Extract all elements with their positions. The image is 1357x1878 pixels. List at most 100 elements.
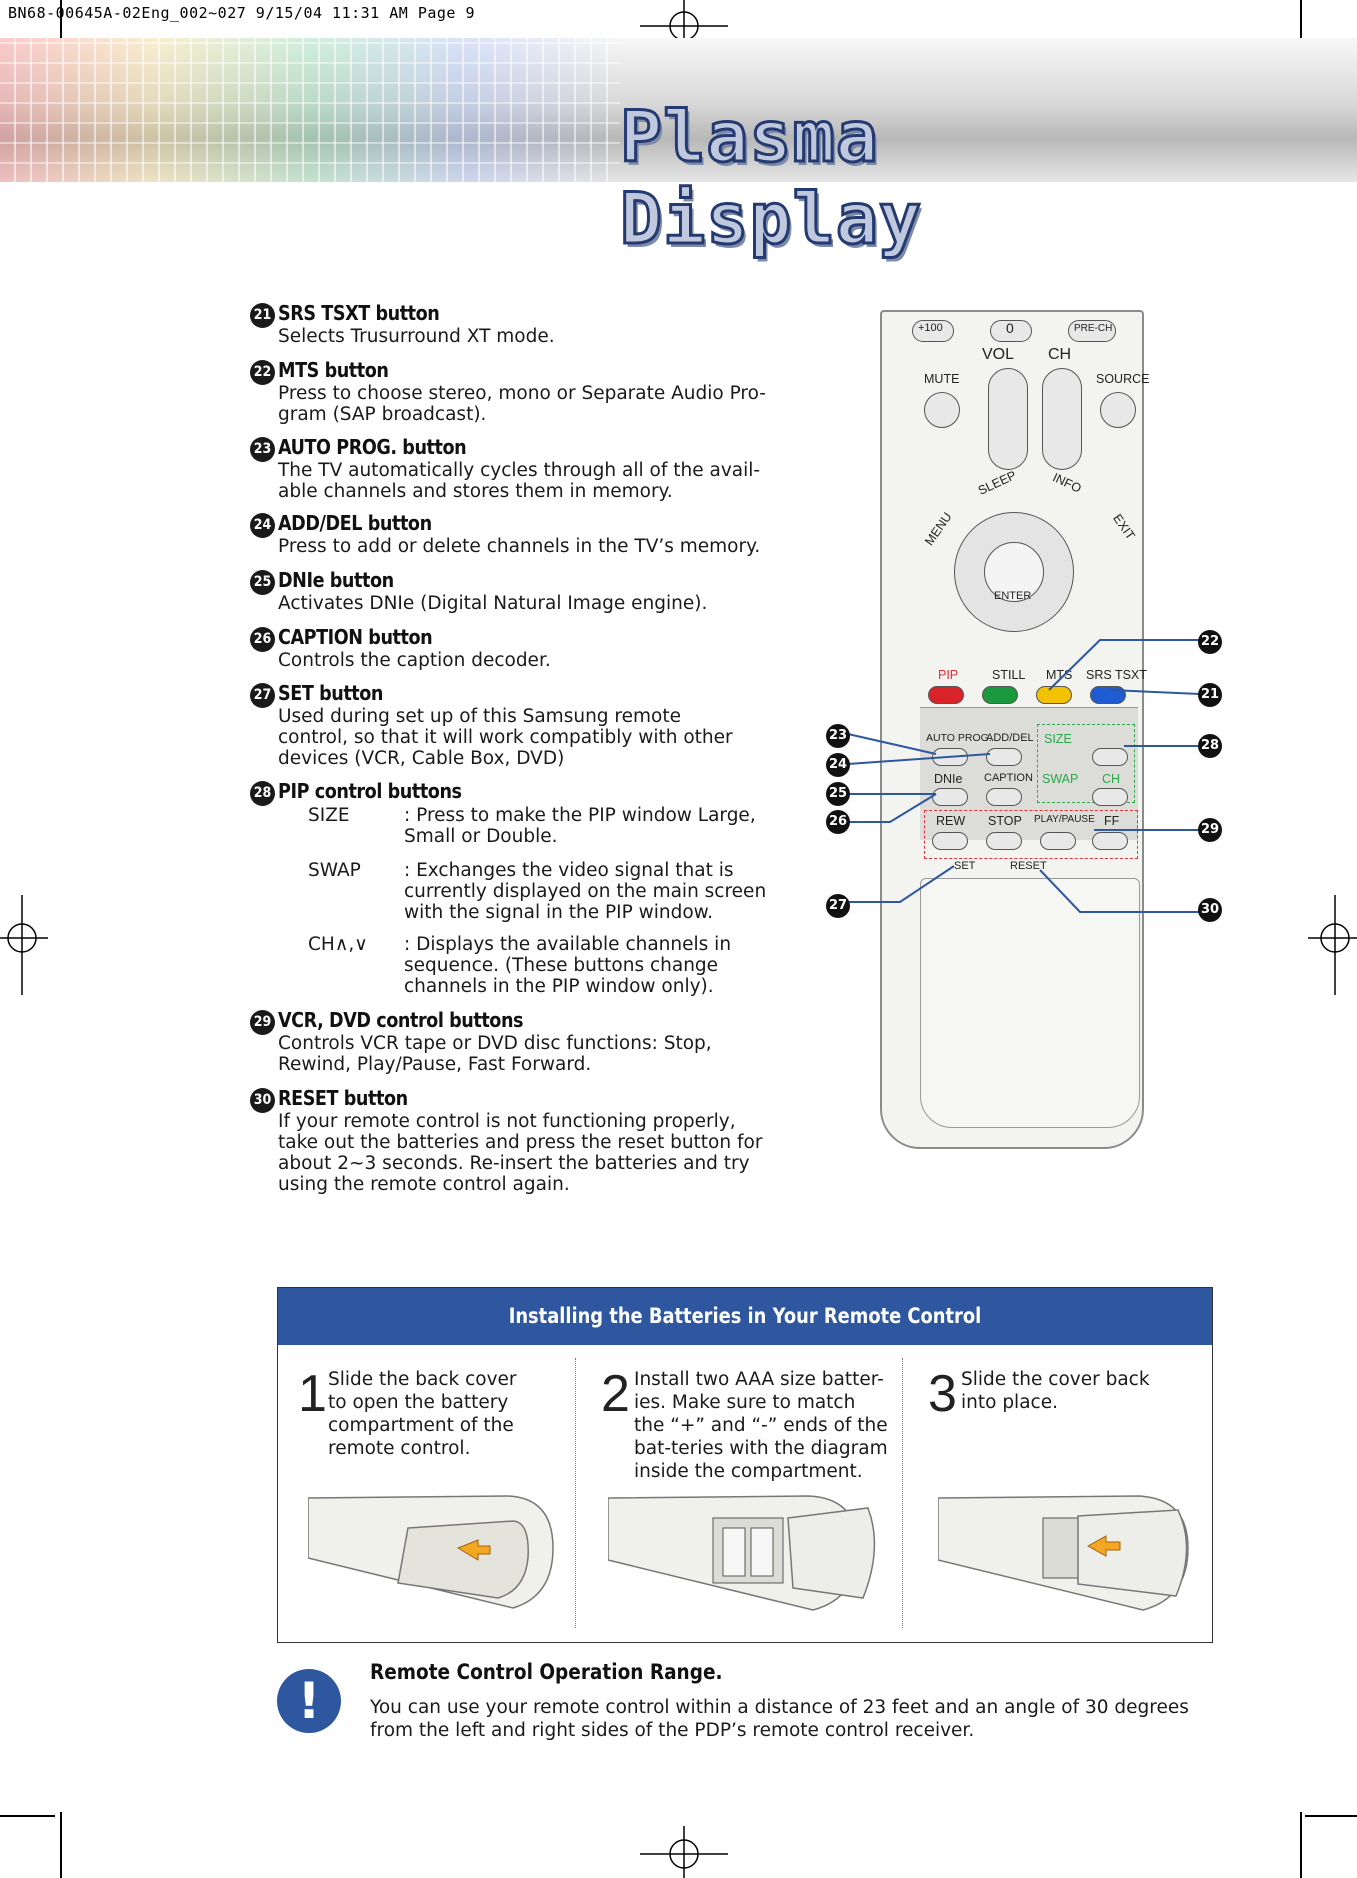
callout-22: 22: [1198, 630, 1222, 654]
rew-button: [932, 832, 968, 850]
step-number: 1: [298, 1365, 327, 1423]
mute-label: MUTE: [924, 372, 960, 386]
plus100-label: +100: [918, 322, 943, 334]
pip-ch-desc: : Displays the available channels in seq…: [404, 934, 732, 997]
swap-label: SWAP: [1042, 772, 1079, 786]
battery-cover: [920, 878, 1140, 1128]
pip-group-outline: [1037, 724, 1135, 803]
pip-swap-desc: : Exchanges the video signal that is cur…: [404, 860, 767, 923]
pip-label: PIP: [938, 668, 959, 682]
item-mts: 22 MTS button Press to choose stereo, mo…: [250, 357, 818, 425]
remote-back-open-illustration: [308, 1495, 554, 1609]
stop-button: [986, 832, 1022, 850]
step-text: Install two AAA size batter-ies. Make su…: [634, 1369, 888, 1482]
playpause-label: PLAY/PAUSE: [1034, 814, 1095, 825]
cover-close-illustration: [938, 1495, 1189, 1611]
item-desc: Activates DNIe (Digital Natural Image en…: [278, 593, 708, 614]
item-add-del: 24 ADD/DEL button Press to add or delete…: [250, 510, 818, 557]
item-title: PIP control buttons: [278, 779, 462, 803]
item-srs-tsxt: 21 SRS TSXT button Selects Trusurround X…: [250, 300, 818, 347]
size-label: SIZE: [1044, 732, 1072, 746]
prech-button: [1068, 320, 1116, 342]
adddel-label: ADD/DEL: [986, 732, 1034, 744]
item-title: VCR, DVD control buttons: [278, 1008, 524, 1032]
item-number: 24: [250, 513, 275, 538]
step-text: Slide the cover back into place.: [961, 1369, 1150, 1413]
item-set: 27 SET button Used during set up of this…: [250, 680, 818, 769]
callout-25: 25: [826, 782, 850, 806]
battery-insert-illustration: [608, 1495, 876, 1611]
battery-install-panel: Installing the Batteries in Your Remote …: [277, 1287, 1213, 1643]
item-title: DNIe button: [278, 568, 394, 592]
item-dnie: 25 DNIe button Activates DNIe (Digital N…: [250, 567, 818, 614]
lower-panel: [920, 707, 1138, 840]
caption-button: [986, 788, 1022, 806]
item-desc: Press to add or delete channels in the T…: [278, 536, 761, 557]
item-desc: Selects Trusurround XT mode.: [278, 326, 555, 347]
item-desc: Used during set up of this Samsung remot…: [278, 706, 733, 769]
volume-rocker: [988, 368, 1028, 470]
plus100-button: [912, 320, 954, 342]
enter-label: ENTER: [994, 590, 1032, 602]
step-divider: [575, 1358, 576, 1628]
note-title: Remote Control Operation Range.: [370, 1660, 723, 1684]
callout-28: 28: [1198, 734, 1222, 758]
item-desc: Controls the caption decoder.: [278, 650, 551, 671]
item-vcr-dvd: 29 VCR, DVD control buttons Controls VCR…: [250, 1007, 818, 1075]
item-title: RESET button: [278, 1086, 408, 1110]
step-divider: [902, 1358, 903, 1628]
mts-button: [1036, 686, 1072, 704]
callout-27: 27: [826, 894, 850, 918]
mute-icon: [924, 392, 960, 428]
pip-ch-down-button: [1092, 788, 1128, 806]
srs-label: SRS TSXT: [1086, 668, 1147, 682]
item-title: MTS button: [278, 358, 389, 382]
source-label: SOURCE: [1096, 372, 1150, 386]
pip-ch-label: CH: [1102, 772, 1121, 786]
pip-size-key: SIZE: [308, 805, 350, 826]
battery-heading-text: Installing the Batteries in Your Remote …: [508, 1304, 982, 1328]
pip-ch-key: CH∧,∨: [308, 934, 368, 955]
enter-button: [984, 542, 1044, 602]
callout-24: 24: [826, 753, 850, 777]
vcr-group-outline: [924, 810, 1138, 859]
exclamation-icon: !: [277, 1669, 341, 1733]
header-banner: Plasma Display: [0, 38, 1357, 262]
caption-label: CAPTION: [984, 772, 1033, 784]
item-reset: 30 RESET button If your remote control i…: [250, 1085, 818, 1195]
item-number: 21: [250, 303, 275, 328]
item-pip-controls: 28 PIP control buttons: [250, 778, 818, 806]
rew-label: REW: [936, 814, 966, 828]
pip-swap-key: SWAP: [308, 860, 361, 881]
callout-29: 29: [1198, 818, 1222, 842]
channel-rocker: [1042, 368, 1082, 470]
ch-label: CH: [1048, 346, 1072, 363]
mts-label: MTS: [1046, 668, 1073, 682]
banner-circuit-art: [0, 38, 620, 182]
callout-30: 30: [1198, 898, 1222, 922]
ff-label: FF: [1104, 814, 1120, 828]
step-number: 2: [601, 1365, 630, 1423]
item-number: 26: [250, 627, 275, 652]
ff-button: [1092, 832, 1128, 850]
stop-label: STOP: [988, 814, 1022, 828]
item-number: 28: [250, 781, 275, 806]
playpause-button: [1040, 832, 1076, 850]
note-text: You can use your remote control within a…: [370, 1697, 1189, 1741]
source-button: [1100, 392, 1136, 428]
item-number: 22: [250, 360, 275, 385]
autoprog-label: AUTO PROG.: [926, 732, 992, 744]
vol-label: VOL: [982, 346, 1015, 363]
step-number: 3: [928, 1365, 957, 1423]
page-title: Plasma Display: [619, 95, 923, 262]
pip-button: [928, 686, 964, 704]
item-auto-prog: 23 AUTO PROG. button The TV automaticall…: [250, 434, 818, 502]
item-desc: Controls VCR tape or DVD disc functions:…: [278, 1033, 712, 1075]
item-title: AUTO PROG. button: [278, 435, 467, 459]
pip-size-desc: : Press to make the PIP window Large, Sm…: [404, 805, 756, 847]
still-button: [982, 686, 1018, 704]
callout-21: 21: [1198, 683, 1222, 707]
item-number: 23: [250, 437, 275, 462]
